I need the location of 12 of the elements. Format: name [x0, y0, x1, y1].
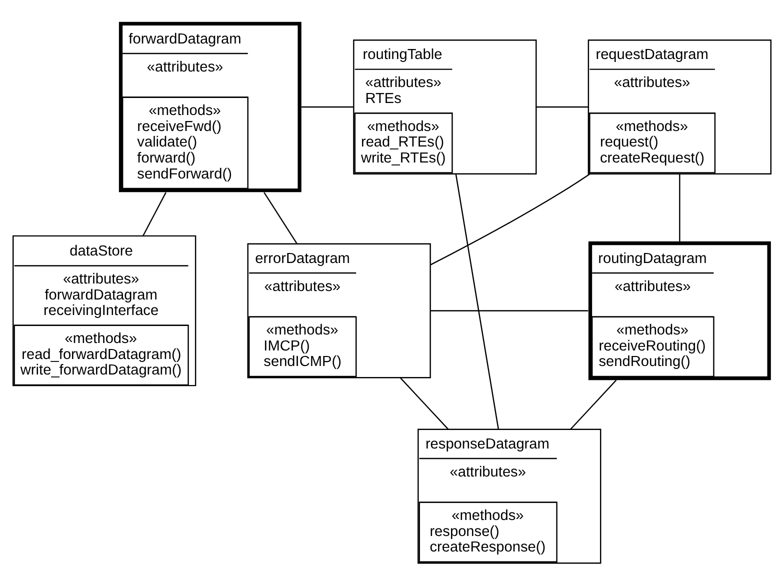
connector — [400, 378, 449, 430]
connector — [679, 174, 680, 242]
connector — [301, 106, 354, 108]
connector — [430, 310, 588, 312]
node-box: forwardDatagram «attributes» «methods» receiveFwd() validate() forward() sendForward() — [118, 22, 302, 192]
connector — [455, 174, 500, 430]
connector — [142, 192, 166, 236]
connector — [570, 380, 617, 430]
connector — [264, 192, 298, 244]
node-box: routingDatagram «attributes» «methods» receiveRouting() sendRouting() — [588, 241, 771, 380]
connector — [536, 106, 588, 108]
connector — [430, 174, 590, 266]
